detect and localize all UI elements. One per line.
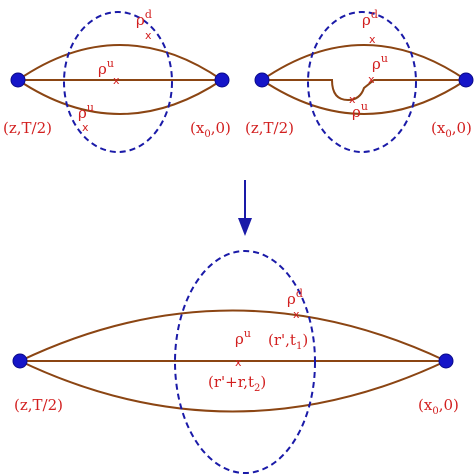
propagator-middle-kinked xyxy=(262,79,466,102)
arrow-down-icon xyxy=(238,218,252,236)
rho-u-label: ρu xyxy=(98,57,114,78)
rho-u-lower-marker: x xyxy=(82,121,89,134)
rho-d-label: ρd xyxy=(362,8,378,29)
rho-u-lower-marker: x xyxy=(349,93,356,106)
vertex-right xyxy=(458,72,474,88)
rho-u-marker: x xyxy=(113,74,120,87)
propagator-bottom xyxy=(261,79,467,115)
sink-label: (x0,0) xyxy=(431,119,472,140)
vertex-left xyxy=(12,353,28,369)
propagator-top xyxy=(19,309,447,362)
source-label: (z,T/2) xyxy=(3,119,52,137)
rho-d-marker: x xyxy=(293,308,300,321)
dashed-ellipse xyxy=(307,11,417,153)
rho-d-label: ρd xyxy=(287,287,303,308)
diagram-c: ρd x (r',t1) ρu x (r'+r,t2) (z,T/2) (x0,… xyxy=(12,250,459,474)
position-label-d: (r',t1) xyxy=(268,331,308,352)
source-label: (z,T/2) xyxy=(245,119,294,137)
rho-u-label: ρu xyxy=(372,52,388,73)
vertex-left xyxy=(254,72,270,88)
transition-arrow xyxy=(238,180,252,236)
source-label: (z,T/2) xyxy=(14,396,63,414)
rho-d-label: ρd xyxy=(136,8,152,29)
rho-u-label: ρu xyxy=(235,327,251,348)
propagator-top xyxy=(17,44,223,81)
rho-u-marker: x xyxy=(235,356,242,369)
vertex-right xyxy=(214,72,230,88)
sink-label: (x0,0) xyxy=(190,119,231,140)
diagram-b: ρd x ρu x x ρu (z,T/2) (x0,0) xyxy=(245,8,474,153)
vertex-right xyxy=(438,353,454,369)
rho-d-marker: x xyxy=(145,29,152,42)
dashed-ellipse xyxy=(174,250,316,474)
rho-d-marker: x xyxy=(369,33,376,46)
propagator-bottom xyxy=(19,360,447,413)
position-label-u: (r'+r,t2) xyxy=(208,373,266,394)
rho-u-marker: x xyxy=(368,73,375,86)
rho-u-lower-label: ρu xyxy=(352,100,368,121)
dashed-ellipse xyxy=(63,11,173,153)
sink-label: (x0,0) xyxy=(418,396,459,417)
diagram-a: ρd x ρu x ρu x (z,T/2) (x0,0) xyxy=(3,8,231,153)
vertex-left xyxy=(10,72,26,88)
propagator-top xyxy=(261,44,467,81)
rho-u-lower-label: ρu xyxy=(78,101,94,122)
propagator-bottom xyxy=(17,79,223,115)
